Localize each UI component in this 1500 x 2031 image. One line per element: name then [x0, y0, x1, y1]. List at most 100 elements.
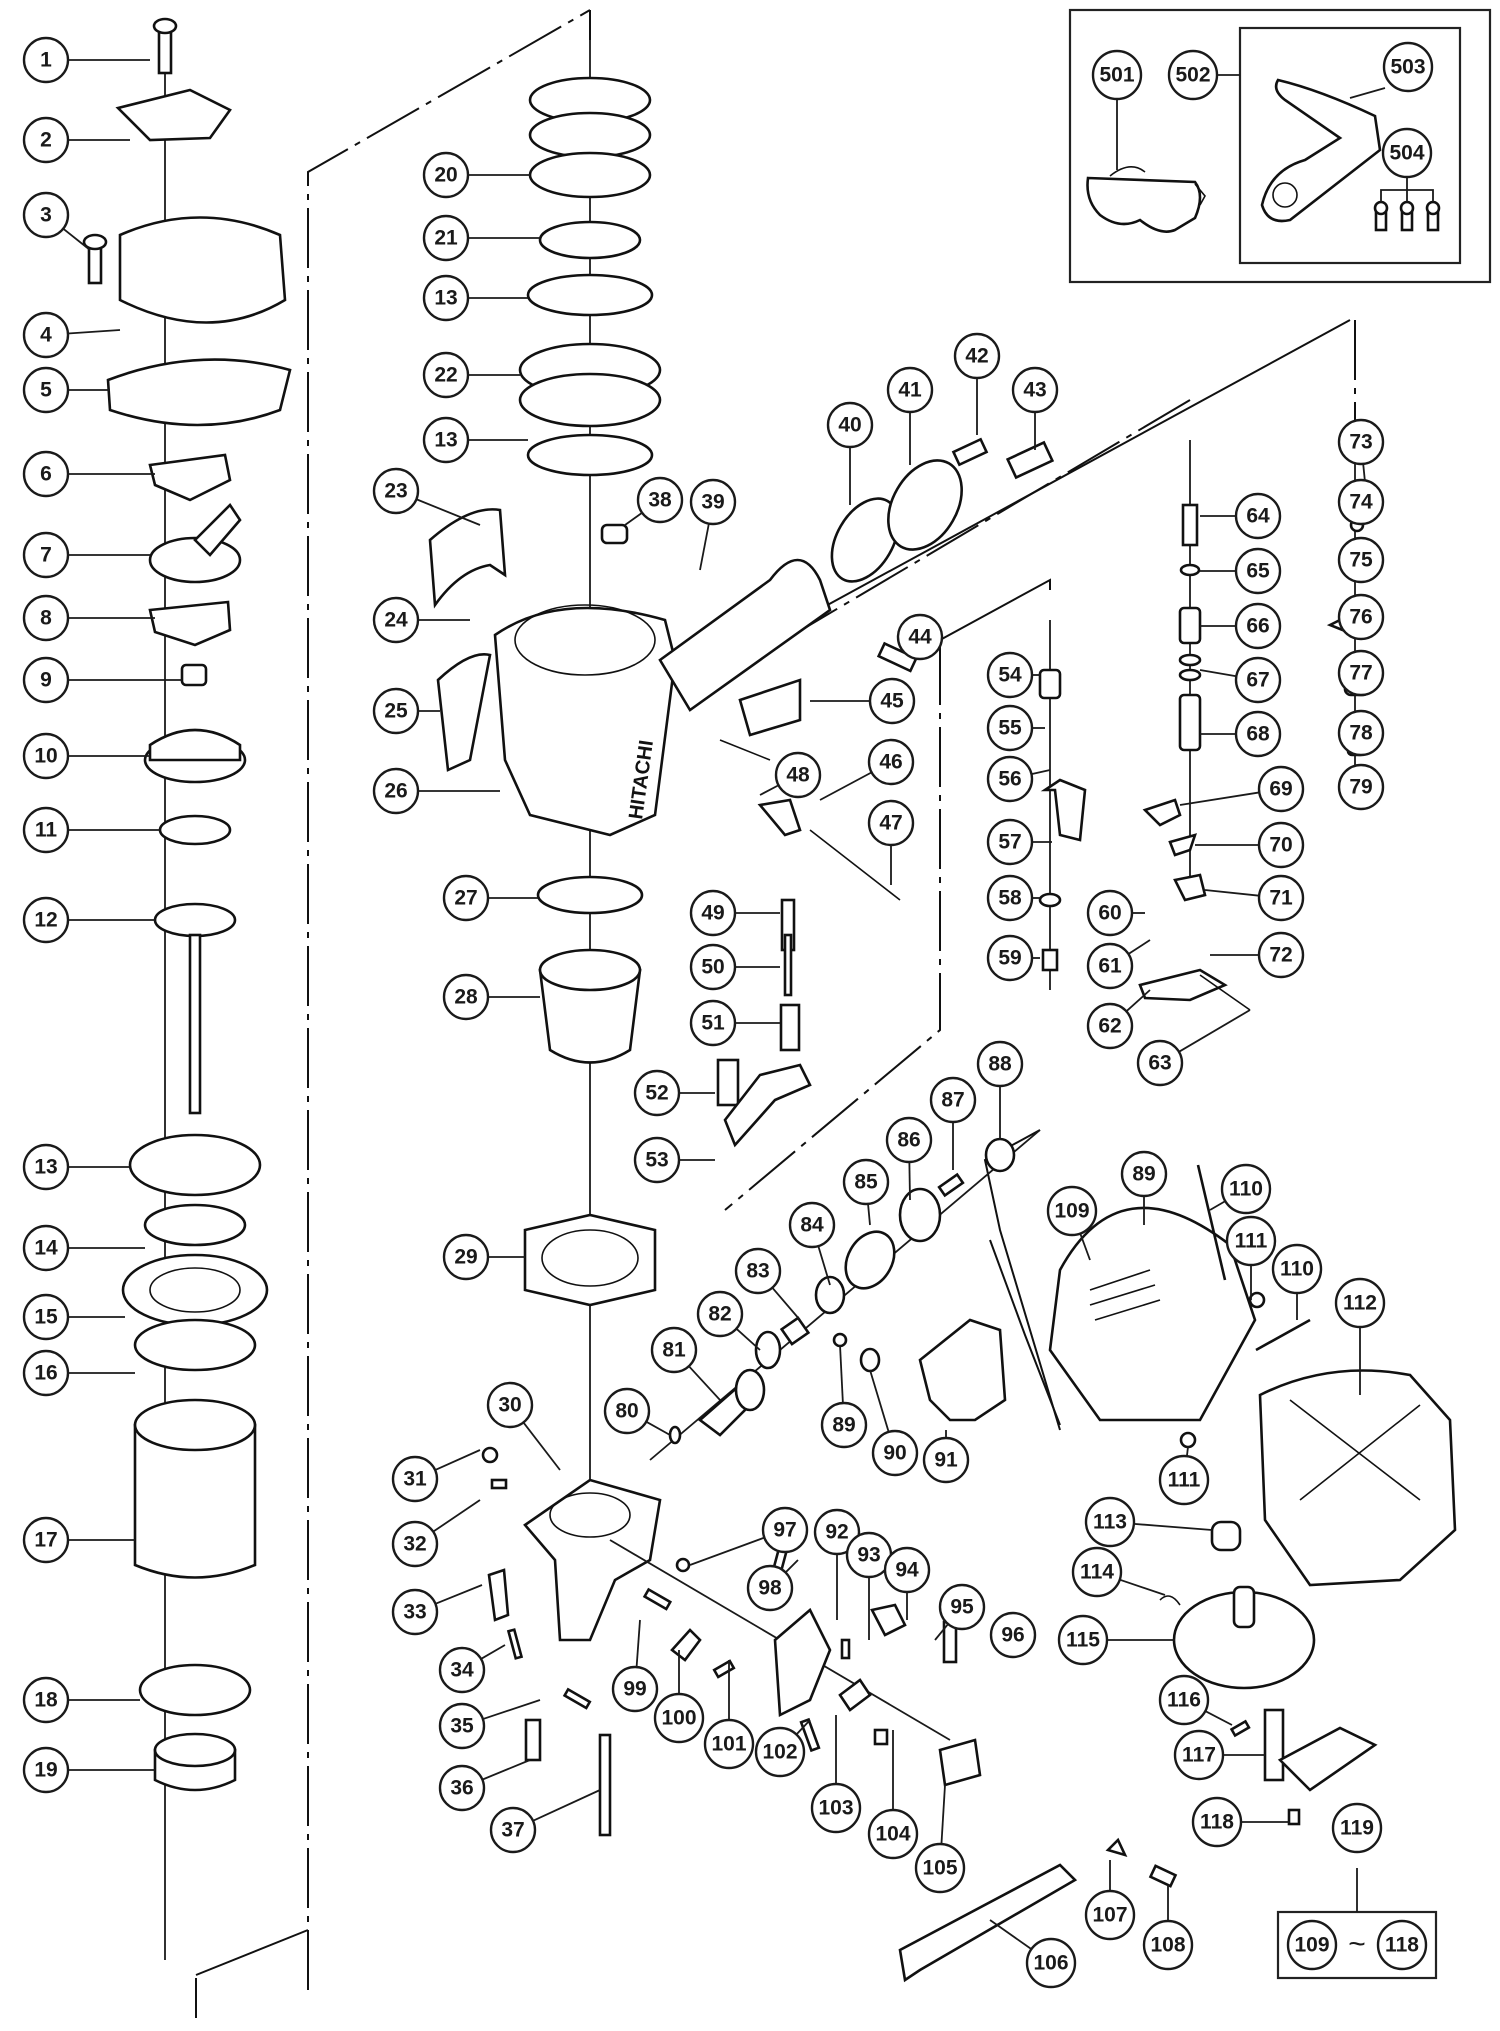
part-callout-1: 1: [22, 36, 70, 84]
part-callout-115: 115: [1057, 1614, 1109, 1666]
callout-number: 106: [1033, 1952, 1068, 1975]
callout-leader-line: [759, 784, 779, 796]
callout-circle: [1234, 492, 1282, 540]
part-callout-87: 87: [929, 1076, 977, 1124]
part-callout-110b: 110: [1271, 1243, 1323, 1295]
callout-leader-line: [62, 227, 91, 251]
callout-number: 118: [1200, 1811, 1234, 1834]
callout-circle: [976, 1040, 1024, 1088]
part-callout-7: 7: [22, 531, 70, 579]
callout-number: 30: [498, 1394, 521, 1417]
part-callout-8: 8: [22, 594, 70, 642]
callout-number: 65: [1246, 560, 1270, 583]
part-callout-56: 56: [986, 755, 1034, 803]
part-callout-98: 98: [746, 1564, 794, 1612]
callout-circle: [1046, 1185, 1098, 1237]
callout-circle: [986, 704, 1034, 752]
callout-circle: [1337, 478, 1385, 526]
callout-circle: [883, 1546, 931, 1594]
part-callout-28: 28: [442, 973, 490, 1021]
callout-circle: [22, 732, 70, 780]
part-callout-501: 501: [1091, 49, 1143, 101]
part-callout-77: 77: [1337, 649, 1385, 697]
callout-circle: [842, 1158, 890, 1206]
callout-circle: [1191, 1796, 1243, 1848]
callout-circle: [1025, 1937, 1077, 1989]
part-callout-13c: 13: [422, 416, 470, 464]
callout-number: 12: [34, 909, 57, 932]
callout-number: 64: [1246, 505, 1270, 528]
callout-circle: [914, 1842, 966, 1894]
callout-leader-line: [735, 1328, 761, 1351]
callout-number: 18: [34, 1689, 58, 1712]
part-callout-43: 43: [1011, 366, 1059, 414]
callout-leader-line: [1127, 939, 1151, 955]
callout-circle: [438, 1646, 486, 1694]
callout-circle: [1337, 709, 1385, 757]
part-callout-54: 54: [986, 651, 1034, 699]
callout-number: 29: [454, 1246, 477, 1269]
callout-circle: [929, 1076, 977, 1124]
part-callout-85: 85: [842, 1158, 890, 1206]
callout-circle: [1286, 1919, 1338, 1971]
callout-number: 87: [941, 1089, 964, 1112]
callout-circle: [1084, 1496, 1136, 1548]
callout-circle: [922, 1436, 970, 1484]
callout-circle: [422, 416, 470, 464]
part-callout-42: 42: [953, 332, 1001, 380]
part-callout-95: 95: [938, 1583, 986, 1631]
callout-circle: [1071, 1546, 1123, 1598]
callout-circle: [689, 999, 737, 1047]
callout-number: 9: [40, 669, 52, 692]
part-callout-27: 27: [442, 874, 490, 922]
callout-number: 104: [875, 1823, 910, 1846]
callout-number: 49: [701, 902, 724, 925]
part-callout-20: 20: [422, 151, 470, 199]
callout-number: 21: [434, 227, 458, 250]
callout-circle: [1234, 710, 1282, 758]
callout-circle: [1337, 763, 1385, 811]
callout-circle: [989, 1611, 1037, 1659]
callout-leader-line: [1079, 1233, 1091, 1261]
callout-number: 15: [34, 1306, 58, 1329]
part-callout-44: 44: [896, 613, 944, 661]
callout-circle: [22, 311, 70, 359]
part-callout-24: 24: [372, 596, 420, 644]
callout-number: 45: [880, 690, 904, 713]
part-callout-106: 106: [1025, 1937, 1077, 1989]
callout-number: 89: [832, 1414, 855, 1437]
part-callout-13b: 13: [422, 274, 470, 322]
callout-circle: [896, 613, 944, 661]
callout-circle: [885, 1116, 933, 1164]
callout-number: 42: [965, 345, 988, 368]
part-callout-13a: 13: [22, 1143, 70, 1191]
callout-circle: [372, 467, 420, 515]
callout-circle: [1158, 1454, 1210, 1506]
center-frame-line: [799, 319, 1351, 621]
part-callout-52: 52: [633, 1069, 681, 1117]
callout-number: 74: [1349, 491, 1373, 514]
part-callout-46: 46: [867, 738, 915, 786]
callout-circle: [372, 687, 420, 735]
part-callout-117: 117: [1173, 1729, 1225, 1781]
callout-number: 39: [701, 491, 724, 514]
part-callout-74: 74: [1337, 478, 1385, 526]
callout-number: 16: [34, 1362, 57, 1385]
callout-number: 75: [1349, 549, 1373, 572]
part-callout-82: 82: [696, 1290, 744, 1338]
callout-circle: [438, 1702, 486, 1750]
part-callout-6: 6: [22, 450, 70, 498]
callout-number: 72: [1269, 944, 1292, 967]
part-callout-50: 50: [689, 943, 737, 991]
callout-number: 111: [1235, 1230, 1268, 1253]
callout-circle: [489, 1806, 537, 1854]
callout-number: 25: [384, 700, 408, 723]
callout-circle: [422, 351, 470, 399]
callout-number: 92: [825, 1521, 848, 1544]
callout-number: 112: [1343, 1292, 1377, 1315]
part-callout-31: 31: [391, 1455, 439, 1503]
center-column-parts: HITACHI: [428, 40, 832, 1642]
part-callout-504: 504: [1381, 127, 1433, 179]
callout-circle: [611, 1665, 659, 1713]
callout-leader-line: [1178, 1009, 1251, 1053]
